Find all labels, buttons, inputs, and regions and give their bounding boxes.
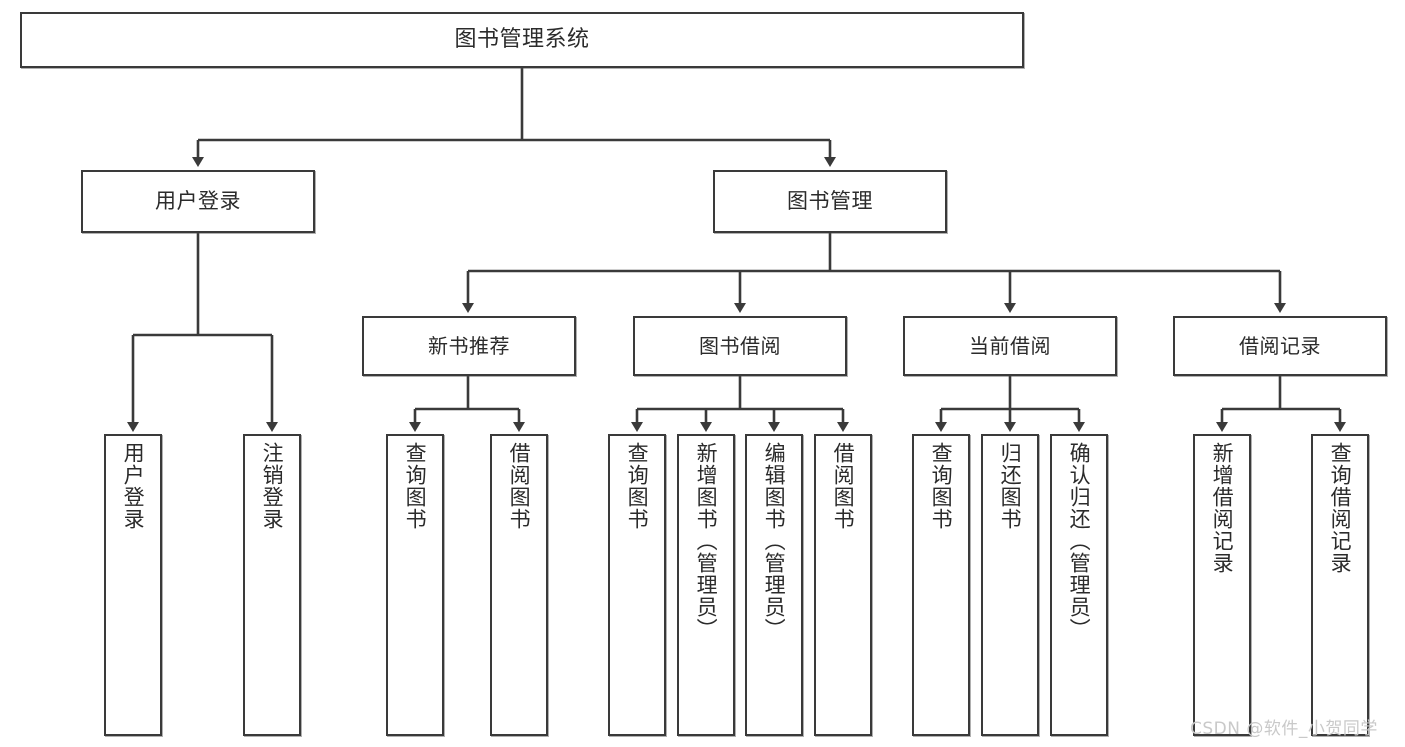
watermark: CSDN @软件_小贺同学 — [1190, 719, 1378, 739]
node-leaf-edit-book-label: 编辑图书（管理员） — [762, 442, 787, 640]
node-leaf-logout-label: 注销登录 — [260, 442, 285, 530]
node-leaf-confirm-return-label: 确认归还（管理员） — [1067, 442, 1092, 640]
node-leaf-query-record-label: 查询借阅记录 — [1328, 442, 1353, 574]
node-leaf-query-book-1[interactable]: 查询图书 — [386, 434, 444, 736]
node-leaf-add-record[interactable]: 新增借阅记录 — [1193, 434, 1251, 736]
node-leaf-user-login-label: 用户登录 — [121, 442, 146, 530]
node-user-login[interactable]: 用户登录 — [81, 170, 315, 233]
node-book-manage[interactable]: 图书管理 — [713, 170, 947, 233]
node-leaf-logout[interactable]: 注销登录 — [243, 434, 301, 736]
node-current-borrow[interactable]: 当前借阅 — [903, 316, 1117, 376]
node-leaf-add-record-label: 新增借阅记录 — [1210, 442, 1235, 574]
node-leaf-borrow-book-2[interactable]: 借阅图书 — [814, 434, 872, 736]
node-leaf-add-book[interactable]: 新增图书（管理员） — [677, 434, 735, 736]
node-leaf-query-book-2-label: 查询图书 — [625, 442, 650, 530]
node-leaf-query-record[interactable]: 查询借阅记录 — [1311, 434, 1369, 736]
node-borrow-record-label: 借阅记录 — [1239, 333, 1321, 358]
node-leaf-confirm-return[interactable]: 确认归还（管理员） — [1050, 434, 1108, 736]
node-user-login-label: 用户登录 — [155, 188, 241, 213]
node-leaf-query-book-1-label: 查询图书 — [403, 442, 428, 530]
node-leaf-borrow-book-1-label: 借阅图书 — [507, 442, 532, 530]
node-new-book-rec[interactable]: 新书推荐 — [362, 316, 576, 376]
node-leaf-query-book-2[interactable]: 查询图书 — [608, 434, 666, 736]
node-book-borrow-label: 图书借阅 — [699, 333, 781, 358]
node-root-label: 图书管理系统 — [454, 26, 590, 52]
node-leaf-add-book-label: 新增图书（管理员） — [694, 442, 719, 640]
node-book-borrow[interactable]: 图书借阅 — [633, 316, 847, 376]
node-new-book-rec-label: 新书推荐 — [428, 333, 510, 358]
node-leaf-query-book-3[interactable]: 查询图书 — [912, 434, 970, 736]
node-root[interactable]: 图书管理系统 — [20, 12, 1024, 68]
node-leaf-return-book[interactable]: 归还图书 — [981, 434, 1039, 736]
node-leaf-edit-book[interactable]: 编辑图书（管理员） — [745, 434, 803, 736]
node-current-borrow-label: 当前借阅 — [969, 333, 1051, 358]
node-leaf-user-login[interactable]: 用户登录 — [104, 434, 162, 736]
node-book-manage-label: 图书管理 — [787, 188, 873, 213]
node-leaf-borrow-book-2-label: 借阅图书 — [831, 442, 856, 530]
node-leaf-return-book-label: 归还图书 — [998, 442, 1023, 530]
node-leaf-query-book-3-label: 查询图书 — [929, 442, 954, 530]
node-leaf-borrow-book-1[interactable]: 借阅图书 — [490, 434, 548, 736]
node-borrow-record[interactable]: 借阅记录 — [1173, 316, 1387, 376]
